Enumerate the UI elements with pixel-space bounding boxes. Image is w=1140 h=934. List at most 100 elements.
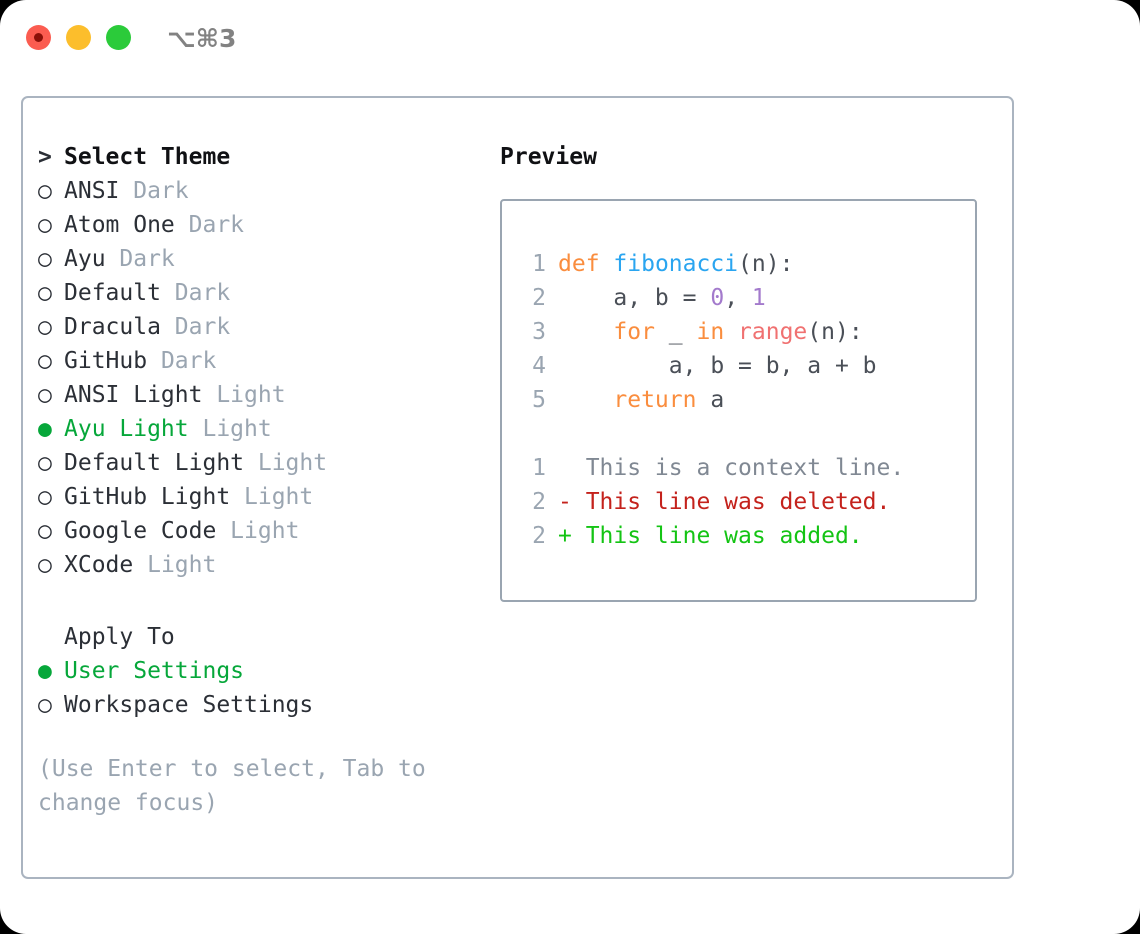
apply-to-option-workspace-settings[interactable]: ○ Workspace Settings: [38, 688, 498, 722]
code-token: def: [558, 251, 600, 277]
theme-variant-badge: Dark: [147, 348, 217, 374]
apply-to-option-label: Workspace Settings: [64, 692, 314, 718]
diff-line-text: This is a context line.: [558, 455, 905, 481]
code-token: (n):: [738, 251, 794, 277]
theme-variant-badge: Dark: [105, 246, 175, 272]
radio-unselected-icon: ○: [38, 484, 52, 510]
diff-sample: 1 This is a context line. 2 - This line wa…: [518, 451, 975, 553]
theme-option-label: GitHub: [64, 348, 148, 374]
theme-picker-column: >Select Theme ○ANSI Dark○Atom One Dark○A…: [38, 140, 498, 820]
line-number: 2: [532, 489, 546, 515]
apply-to-option-user-settings[interactable]: ● User Settings: [38, 654, 498, 688]
theme-variant-badge: Dark: [119, 178, 189, 204]
theme-option-ayu[interactable]: ○ Ayu Dark: [38, 242, 498, 276]
theme-variant-badge: Dark: [174, 212, 245, 238]
radio-unselected-icon: ○: [38, 178, 52, 204]
radio-unselected-icon: ○: [38, 382, 52, 408]
code-token: [558, 387, 613, 413]
theme-option-ansi[interactable]: ○ANSI Dark: [38, 174, 498, 208]
code-token: a: [696, 387, 725, 413]
prompt-caret-icon: >: [38, 144, 52, 170]
code-line: 5 return a: [518, 383, 975, 417]
line-number: 4: [532, 353, 546, 379]
theme-option-atom-one[interactable]: ○ Atom One Dark: [38, 208, 498, 242]
theme-option-label: Atom One: [64, 212, 175, 238]
line-number: 2: [532, 285, 546, 311]
code-token: [600, 251, 614, 277]
keyboard-shortcut-label: ⌥⌘3: [167, 24, 237, 53]
code-line: 4 a, b = b, a + b: [518, 349, 975, 383]
theme-option-dracula[interactable]: ○Dracula Dark: [38, 310, 498, 344]
radio-unselected-icon: ○: [38, 280, 52, 306]
spacer: [38, 582, 498, 620]
code-token: _: [654, 319, 697, 345]
radio-unselected-icon: ○: [38, 552, 52, 578]
theme-variant-badge: Light: [133, 552, 217, 578]
line-number: 1: [532, 455, 546, 481]
spacer: [38, 722, 498, 752]
diff-line-text: - This line was deleted.: [558, 489, 891, 515]
code-line: 2 a, b = 0, 1: [518, 281, 975, 315]
code-token: 1: [751, 285, 766, 311]
close-button[interactable]: [26, 25, 51, 50]
code-token: fibonacci: [613, 251, 739, 277]
theme-option-label: Ayu: [64, 246, 106, 272]
theme-variant-badge: Dark: [160, 280, 231, 306]
radio-unselected-icon: ○: [38, 348, 52, 374]
code-token: a, b =: [558, 285, 711, 311]
code-token: 0: [710, 285, 725, 311]
theme-variant-badge: Light: [202, 382, 286, 408]
apply-to-title: Apply To: [64, 624, 175, 650]
code-token: range: [738, 319, 808, 345]
theme-option-github[interactable]: ○ GitHub Dark: [38, 344, 498, 378]
theme-option-google-code[interactable]: ○Google Code Light: [38, 514, 498, 548]
theme-option-label: Ayu Light: [64, 416, 189, 442]
code-token: [558, 319, 613, 345]
code-token: [724, 319, 738, 345]
radio-selected-icon: ●: [38, 416, 52, 442]
minimize-button[interactable]: [66, 25, 91, 50]
page-title: Select Theme: [64, 144, 231, 170]
theme-option-label: Google Code: [64, 518, 217, 544]
theme-option-ayu-light[interactable]: ● Ayu Light Light: [38, 412, 498, 446]
theme-variant-badge: Light: [216, 518, 300, 544]
theme-picker-title: > Select Theme: [38, 140, 498, 174]
theme-option-label: XCode: [64, 552, 134, 578]
apply-to-list: ● User Settings ○ Workspace Settings: [38, 654, 498, 722]
maximize-button[interactable]: [106, 25, 131, 50]
theme-variant-badge: Light: [188, 416, 272, 442]
radio-selected-icon: ●: [38, 658, 52, 684]
code-token: for: [613, 319, 655, 345]
theme-option-ansi-light[interactable]: ○ANSI Light Light: [38, 378, 498, 412]
radio-unselected-icon: ○: [38, 450, 52, 476]
theme-option-label: Default Light: [64, 450, 245, 476]
code-token: a, b = b, a + b: [558, 353, 877, 379]
radio-unselected-icon: ○: [38, 692, 52, 718]
code-token: return: [613, 387, 697, 413]
diff-line: 2 - This line was deleted.: [518, 485, 975, 519]
theme-variant-badge: Light: [230, 484, 314, 510]
radio-unselected-icon: ○: [38, 246, 52, 272]
code-line: 3 for _ in range(n):: [518, 315, 975, 349]
radio-unselected-icon: ○: [38, 212, 52, 238]
keyboard-hint: (Use Enter to select, Tab to change focu…: [38, 756, 426, 816]
theme-option-github-light[interactable]: ○GitHub Light Light: [38, 480, 498, 514]
code-token: ,: [724, 285, 752, 311]
spacer: [518, 417, 975, 451]
theme-list: ○ANSI Dark○Atom One Dark○Ayu Dark○Defaul…: [38, 174, 498, 582]
main-panel: >Select Theme ○ANSI Dark○Atom One Dark○A…: [21, 96, 1014, 879]
theme-option-label: Dracula: [64, 314, 161, 340]
theme-option-xcode[interactable]: ○ XCode Light: [38, 548, 498, 582]
apply-to-option-label: User Settings: [64, 658, 245, 684]
radio-unselected-icon: ○: [38, 314, 52, 340]
window-controls: [26, 25, 131, 50]
theme-option-default[interactable]: ○ Default Dark: [38, 276, 498, 310]
theme-option-label: Default: [64, 280, 161, 306]
line-number: 5: [532, 387, 546, 413]
theme-option-default-light[interactable]: ○Default Light Light: [38, 446, 498, 480]
title-bar: ⌥⌘3: [0, 0, 1140, 78]
